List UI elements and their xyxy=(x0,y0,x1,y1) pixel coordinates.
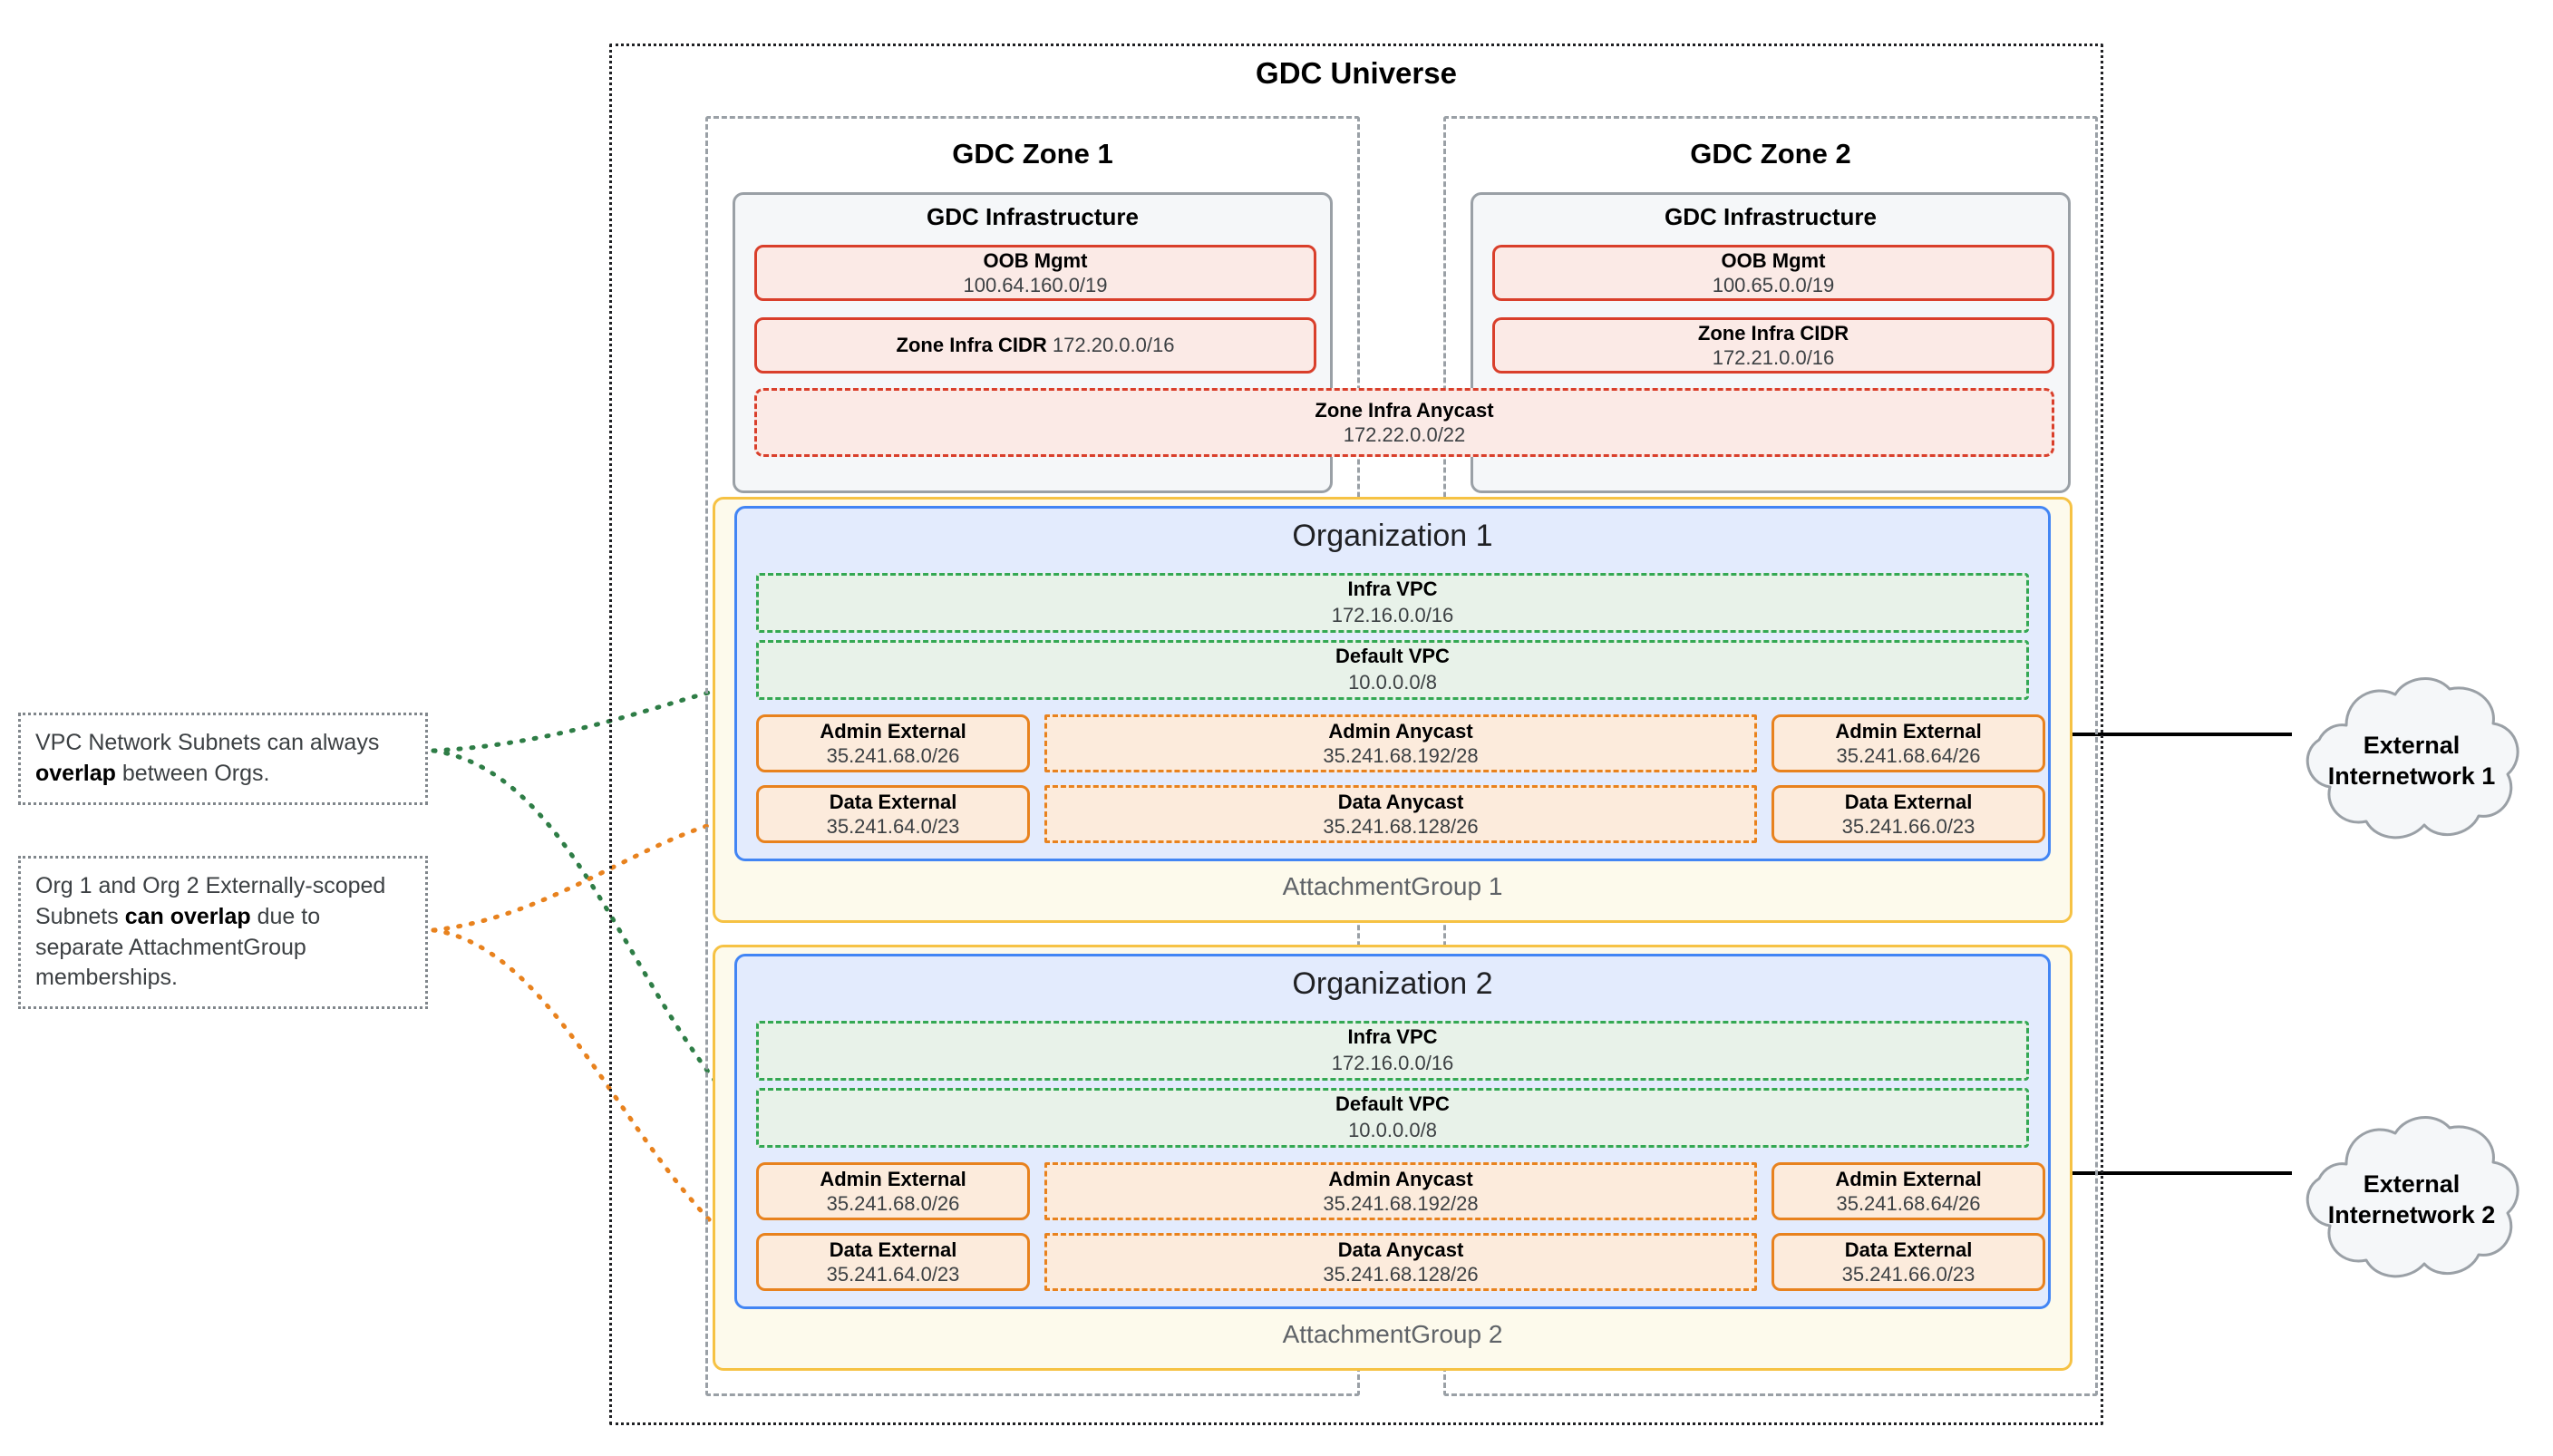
note-1-lead-text: VPC Network Subnets can always xyxy=(35,730,380,755)
default-vpc-label-org-1: Default VPC xyxy=(1335,645,1450,668)
admin-anycast-box-org-2: Admin Anycast 35.241.68.192/28 xyxy=(1044,1162,1757,1220)
data-external-right-box-org-2: Data External 35.241.66.0/23 xyxy=(1772,1233,2045,1291)
zone-infra-cidr-label-zone-1: Zone Infra CIDR xyxy=(896,333,1047,356)
note-2-tail-text: due to separate AttachmentGroup membersh… xyxy=(35,903,321,991)
data-external-left-label-org-1: Data External xyxy=(829,790,957,813)
infra-vpc-label-org-2: Infra VPC xyxy=(1347,1025,1438,1049)
admin-external-right-box-org-2: Admin External 35.241.68.64/26 xyxy=(1772,1162,2045,1220)
zone-infra-anycast-box: Zone Infra Anycast 172.22.0.0/22 xyxy=(754,388,2054,457)
default-vpc-cidr-org-1: 10.0.0.0/8 xyxy=(1348,671,1437,694)
zone-infra-cidr-value-zone-1: 172.20.0.0/16 xyxy=(1052,333,1175,356)
note-2-lead-text: Org 1 and Org 2 Externally-scoped Subnet… xyxy=(35,873,386,929)
data-anycast-cidr-org-1: 35.241.68.128/26 xyxy=(1323,815,1479,838)
oob-mgmt-cidr-zone-1: 100.64.160.0/19 xyxy=(963,274,1108,296)
default-vpc-box-org-2: Default VPC 10.0.0.0/8 xyxy=(756,1088,2029,1148)
admin-external-right-label-org-1: Admin External xyxy=(1835,719,1982,743)
oob-mgmt-box-zone-2: OOB Mgmt 100.65.0.0/19 xyxy=(1492,245,2054,301)
admin-external-left-cidr-org-1: 35.241.68.0/26 xyxy=(826,744,960,767)
gdc-zone-2-title: GDC Zone 2 xyxy=(1690,138,1851,170)
admin-external-left-cidr-org-2: 35.241.68.0/26 xyxy=(826,1192,960,1215)
infra-vpc-cidr-org-1: 172.16.0.0/16 xyxy=(1331,604,1454,626)
cloud-icon xyxy=(2305,677,2519,840)
admin-anycast-cidr-org-1: 35.241.68.192/28 xyxy=(1323,744,1479,767)
gdc-universe-title: GDC Universe xyxy=(1256,56,1457,90)
data-external-left-box-org-2: Data External 35.241.64.0/23 xyxy=(756,1233,1030,1291)
infra-vpc-label-org-1: Infra VPC xyxy=(1347,578,1438,601)
infra-vpc-box-org-1: Infra VPC 172.16.0.0/16 xyxy=(756,573,2029,633)
note-2-strong-text: can overlap xyxy=(124,903,251,929)
default-vpc-box-org-1: Default VPC 10.0.0.0/8 xyxy=(756,640,2029,700)
attachment-group-2-label: AttachmentGroup 2 xyxy=(1282,1320,1503,1348)
cloud-icon xyxy=(2305,1116,2519,1278)
data-external-right-cidr-org-2: 35.241.66.0/23 xyxy=(1841,1263,1975,1286)
admin-anycast-label-org-1: Admin Anycast xyxy=(1328,719,1473,743)
organization-2-title: Organization 2 xyxy=(1292,966,1493,1001)
oob-mgmt-cidr-zone-2: 100.65.0.0/19 xyxy=(1712,274,1835,296)
data-external-left-cidr-org-1: 35.241.64.0/23 xyxy=(826,815,960,838)
admin-external-left-box-org-1: Admin External 35.241.68.0/26 xyxy=(756,714,1030,772)
admin-external-right-label-org-2: Admin External xyxy=(1835,1167,1982,1190)
oob-mgmt-box-zone-1: OOB Mgmt 100.64.160.0/19 xyxy=(754,245,1316,301)
admin-anycast-label-org-2: Admin Anycast xyxy=(1328,1167,1473,1190)
admin-anycast-box-org-1: Admin Anycast 35.241.68.192/28 xyxy=(1044,714,1757,772)
data-external-right-box-org-1: Data External 35.241.66.0/23 xyxy=(1772,785,2045,843)
gdc-infrastructure-title-zone-1: GDC Infrastructure xyxy=(926,203,1140,230)
zone-infra-cidr-box-zone-1: Zone Infra CIDR 172.20.0.0/16 xyxy=(754,317,1316,374)
note-vpc-subnet-overlap: VPC Network Subnets can always overlap b… xyxy=(18,713,428,805)
data-anycast-box-org-1: Data Anycast 35.241.68.128/26 xyxy=(1044,785,1757,843)
admin-external-left-label-org-2: Admin External xyxy=(820,1167,966,1190)
admin-anycast-cidr-org-2: 35.241.68.192/28 xyxy=(1323,1192,1479,1215)
default-vpc-cidr-org-2: 10.0.0.0/8 xyxy=(1348,1119,1437,1141)
data-external-left-label-org-2: Data External xyxy=(829,1238,957,1261)
data-external-right-label-org-1: Data External xyxy=(1844,790,1973,813)
admin-external-right-box-org-1: Admin External 35.241.68.64/26 xyxy=(1772,714,2045,772)
data-anycast-label-org-2: Data Anycast xyxy=(1337,1238,1464,1261)
admin-external-left-label-org-1: Admin External xyxy=(820,719,966,743)
organization-1-title: Organization 1 xyxy=(1292,519,1493,553)
default-vpc-label-org-2: Default VPC xyxy=(1335,1092,1450,1116)
zone-infra-cidr-label-zone-2: Zone Infra CIDR xyxy=(1697,321,1849,345)
note-1-strong-text: overlap xyxy=(35,760,116,786)
data-external-left-cidr-org-2: 35.241.64.0/23 xyxy=(826,1263,960,1286)
data-anycast-box-org-2: Data Anycast 35.241.68.128/26 xyxy=(1044,1233,1757,1291)
admin-external-left-box-org-2: Admin External 35.241.68.0/26 xyxy=(756,1162,1030,1220)
infra-vpc-box-org-2: Infra VPC 172.16.0.0/16 xyxy=(756,1021,2029,1081)
data-external-right-label-org-2: Data External xyxy=(1844,1238,1973,1261)
gdc-zone-1-title: GDC Zone 1 xyxy=(952,138,1113,170)
zone-infra-cidr-box-zone-2: Zone Infra CIDR 172.21.0.0/16 xyxy=(1492,317,2054,374)
zone-infra-anycast-label: Zone Infra Anycast xyxy=(1315,398,1494,422)
infra-vpc-cidr-org-2: 172.16.0.0/16 xyxy=(1331,1052,1454,1074)
oob-mgmt-label-zone-2: OOB Mgmt xyxy=(1721,248,1826,272)
admin-external-right-cidr-org-1: 35.241.68.64/26 xyxy=(1836,744,1981,767)
data-anycast-label-org-1: Data Anycast xyxy=(1337,790,1464,813)
data-external-left-box-org-1: Data External 35.241.64.0/23 xyxy=(756,785,1030,843)
note-1-tail-text: between Orgs. xyxy=(115,760,270,786)
attachment-group-1-label: AttachmentGroup 1 xyxy=(1282,872,1503,900)
note-external-subnet-overlap: Org 1 and Org 2 Externally-scoped Subnet… xyxy=(18,856,428,1009)
zone-infra-anycast-cidr: 172.22.0.0/22 xyxy=(1343,423,1466,446)
data-external-right-cidr-org-1: 35.241.66.0/23 xyxy=(1841,815,1975,838)
admin-external-right-cidr-org-2: 35.241.68.64/26 xyxy=(1836,1192,1981,1215)
data-anycast-cidr-org-2: 35.241.68.128/26 xyxy=(1323,1263,1479,1286)
zone-infra-cidr-value-zone-2: 172.21.0.0/16 xyxy=(1712,346,1835,369)
gdc-infrastructure-title-zone-2: GDC Infrastructure xyxy=(1664,203,1878,230)
oob-mgmt-label-zone-1: OOB Mgmt xyxy=(983,248,1088,272)
gdc-universe-container xyxy=(609,44,2103,1425)
